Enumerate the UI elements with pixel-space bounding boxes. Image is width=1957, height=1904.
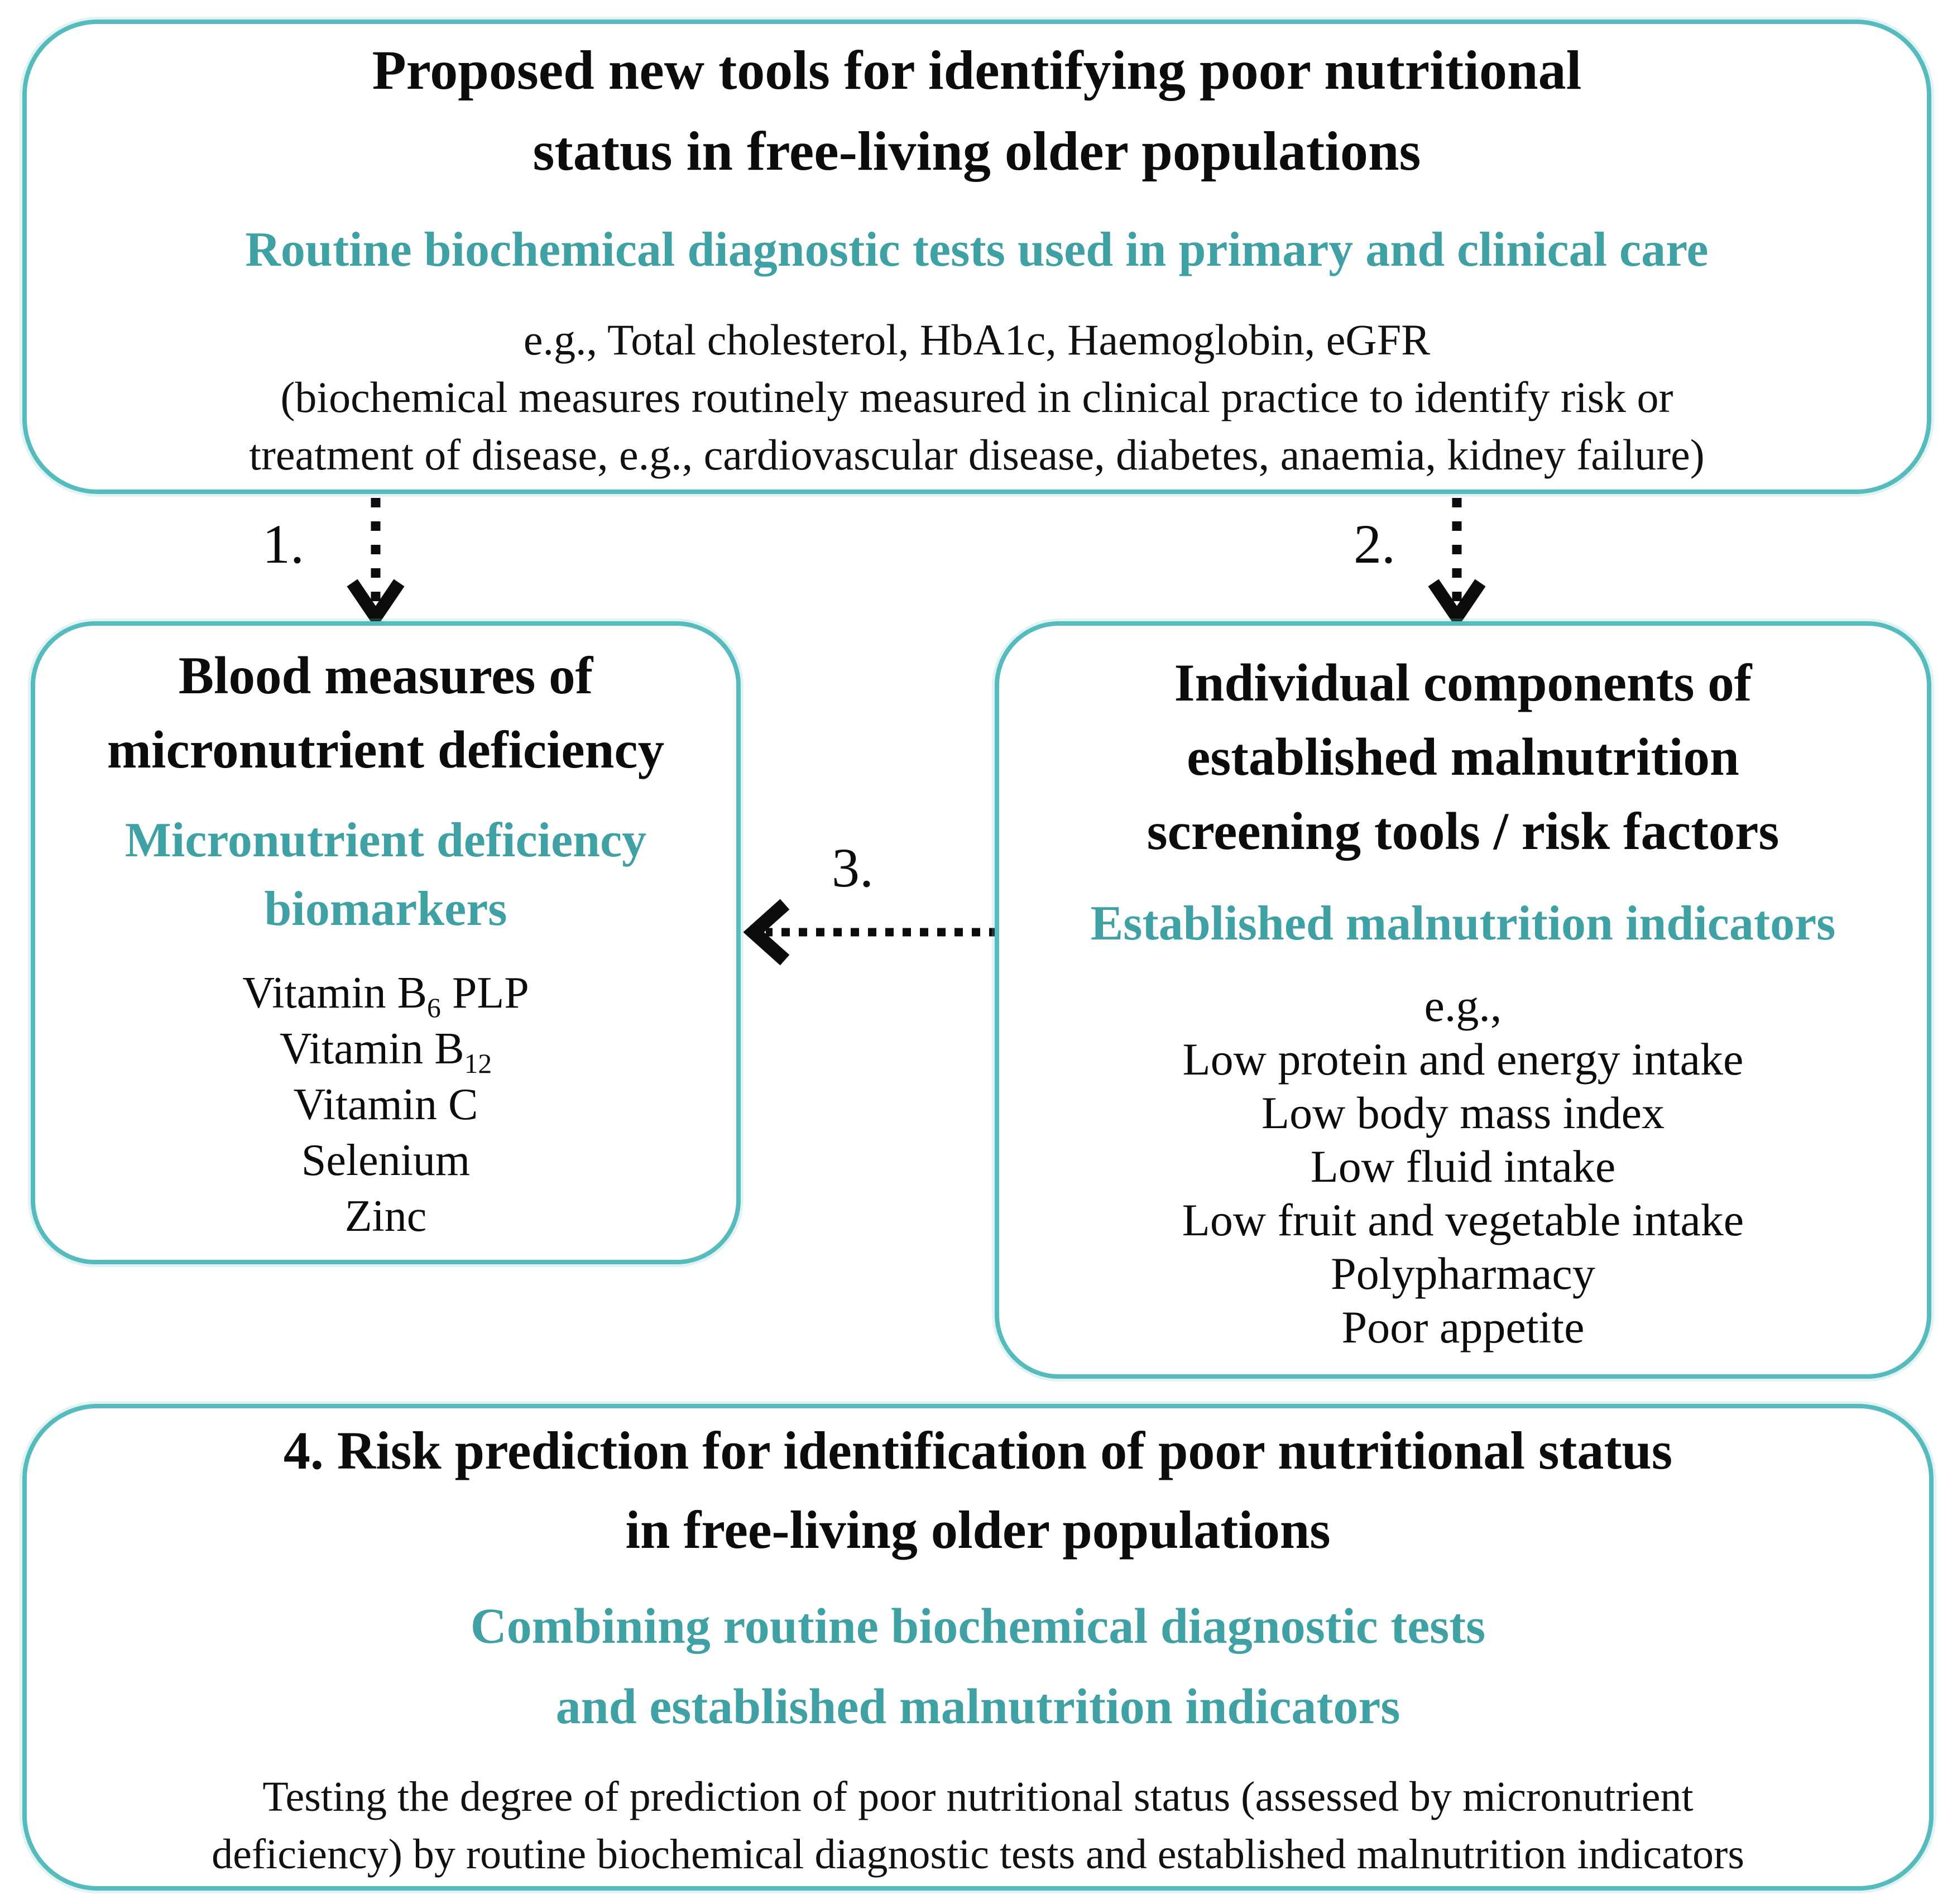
left-box-title: Blood measures of micronutrient deficien… (107, 645, 665, 779)
step-3-label: 3. (832, 837, 874, 899)
right-box-malnutrition-components: Individual components of established mal… (995, 621, 1931, 1379)
list-item: e.g., (1424, 980, 1502, 1032)
top-box-subtitle: Routine biochemical diagnostic tests use… (245, 223, 1709, 277)
list-item: Vitamin B6 PLP (242, 968, 529, 1024)
arrow-left-3-icon (744, 899, 997, 966)
list-item: Vitamin C (293, 1080, 478, 1130)
bottom-box-subtitle: Combining routine biochemical diagnostic… (470, 1599, 1486, 1735)
top-box-title: Proposed new tools for identifying poor … (372, 30, 1582, 191)
top-box-proposed-tools: Proposed new tools for identifying poor … (22, 20, 1931, 494)
list-item: Poor appetite (1341, 1302, 1585, 1353)
step-2-label: 2. (1354, 513, 1395, 575)
list-item: Low protein and energy intake (1182, 1034, 1744, 1085)
step-1-label: 1. (262, 513, 304, 575)
arrow-down-1-icon (347, 498, 405, 622)
list-item: Low body mass index (1262, 1087, 1665, 1139)
top-box-body-line1: e.g., Total cholesterol, HbA1c, Haemoglo… (523, 315, 1431, 364)
top-box-title-line1: Proposed new tools for identifying poor … (372, 39, 1582, 102)
left-box-subtitle: Micronutrient deficiency biomarkers (124, 813, 647, 936)
top-box-title-line2: status in free-living older populations (533, 120, 1421, 183)
list-item: Selenium (301, 1136, 471, 1186)
bottom-box-title: 4. Risk prediction for identification of… (283, 1421, 1673, 1560)
bottom-box-risk-prediction: 4. Risk prediction for identification of… (22, 1404, 1934, 1891)
list-item: Low fruit and vegetable intake (1182, 1195, 1744, 1246)
top-box-body-line3: treatment of disease, e.g., cardiovascul… (249, 430, 1705, 479)
malnutrition-indicator-list: e.g., Low protein and energy intake Low … (1182, 979, 1744, 1354)
right-box-title: Individual components of established mal… (1147, 653, 1779, 861)
biomarker-list: Vitamin B6 PLP Vitamin B12 Vitamin C Sel… (242, 968, 529, 1247)
arrow-down-2-icon (1428, 498, 1486, 622)
right-box-subtitle: Established malnutrition indicators (1090, 896, 1836, 951)
list-item: Low fluid intake (1310, 1141, 1616, 1192)
left-box-blood-measures: Blood measures of micronutrient deficien… (31, 621, 741, 1264)
list-item: Polypharmacy (1331, 1248, 1595, 1299)
top-box-body: e.g., Total cholesterol, HbA1c, Haemoglo… (249, 311, 1705, 484)
top-box-body-line2: (biochemical measures routinely measured… (280, 372, 1673, 421)
list-item: Vitamin B12 (279, 1024, 492, 1080)
bottom-box-body: Testing the degree of prediction of poor… (212, 1773, 1744, 1878)
list-item: Zinc (344, 1192, 427, 1241)
